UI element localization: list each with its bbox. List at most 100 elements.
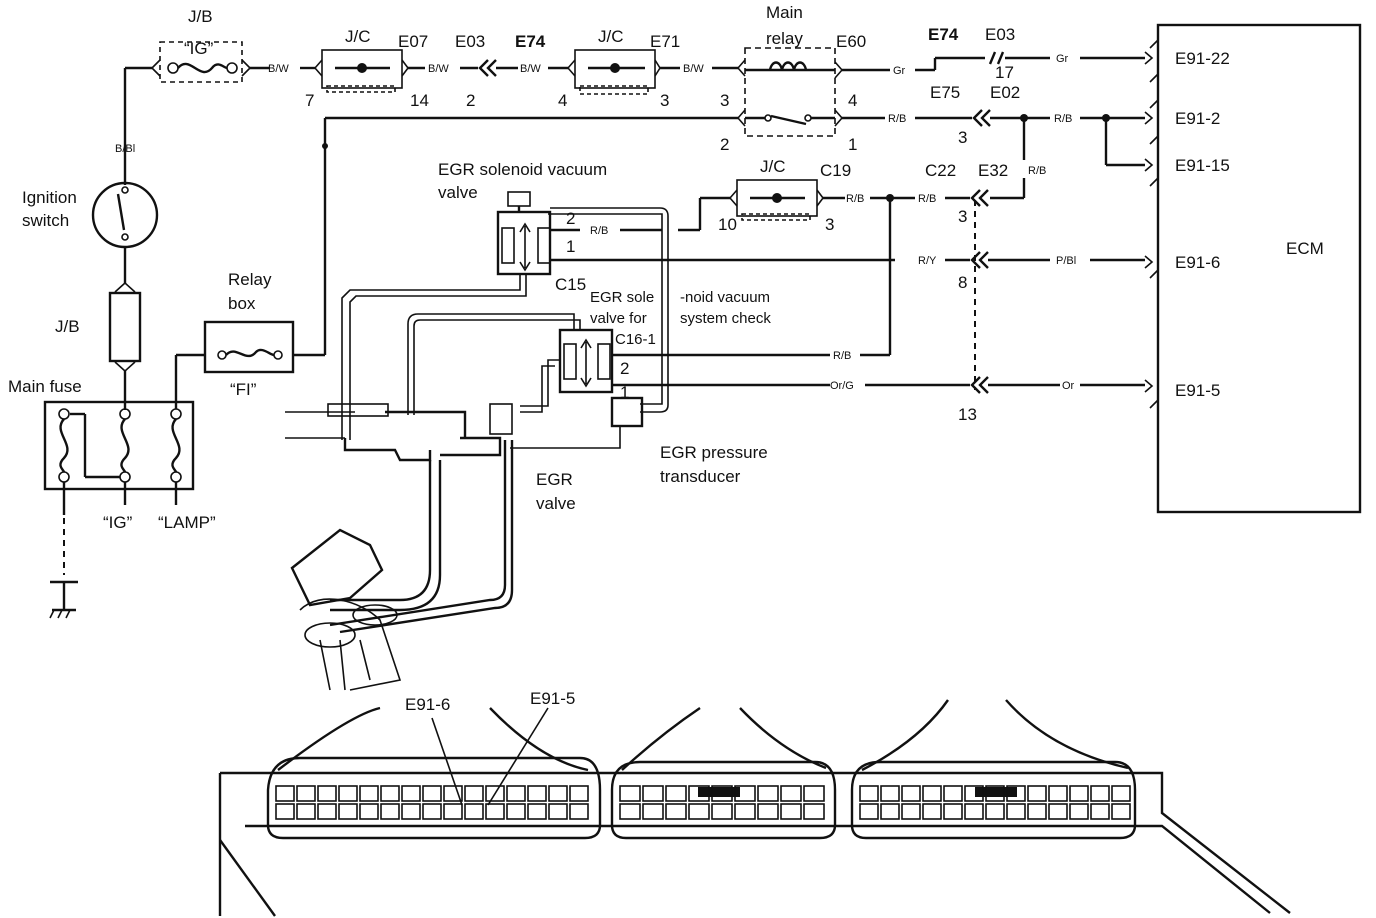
label-ig-fuse: “IG”: [184, 39, 214, 58]
connector-pin-cell: [757, 803, 779, 820]
wire-rb-1: R/B: [888, 113, 906, 125]
wire-rb-e32: R/B: [1028, 165, 1046, 177]
label-e91-6: E91-6: [1175, 253, 1220, 272]
wire-bw-1: B/W: [268, 63, 289, 75]
connector-pin-cell: [1090, 803, 1110, 820]
pin-8: 8: [958, 273, 967, 292]
label-ig-bottom: “IG”: [103, 513, 133, 532]
connector-pin-cell: [296, 803, 316, 820]
connector-pin-cell: [401, 785, 421, 802]
connector-grid: [275, 785, 1131, 820]
connector-pin-cell: [734, 803, 756, 820]
connector-pin-cell: [711, 803, 733, 820]
pin-7: 7: [305, 91, 314, 110]
connector-pin-cell: [757, 785, 779, 802]
connector-pin-cell: [1111, 785, 1131, 802]
connector-pin-cell: [359, 785, 379, 802]
connector-pin-cell: [485, 785, 505, 802]
wire-rb-5: R/B: [918, 193, 936, 205]
label-e71: E71: [650, 32, 680, 51]
connector-pin-cell: [527, 803, 547, 820]
ecm-connector-view: [218, 699, 1291, 917]
wire-bw-2: B/W: [428, 63, 449, 75]
connector-pin-cell: [780, 803, 802, 820]
label-jc2: J/C: [598, 27, 624, 46]
connector-pin-cell: [569, 803, 589, 820]
connector-pin-cell: [859, 785, 879, 802]
label-egr-check-r2: system check: [680, 310, 771, 327]
connector-pin-cell: [964, 803, 984, 820]
connector-pin-cell: [422, 785, 442, 802]
label-e91-2: E91-2: [1175, 109, 1220, 128]
label-jb-top: J/B: [188, 7, 213, 26]
connector-pin-cell: [317, 803, 337, 820]
pin-3a: 3: [660, 91, 669, 110]
label-jc1: J/C: [345, 27, 371, 46]
label-ignition-1: Ignition: [22, 188, 77, 207]
label-e75: E75: [930, 83, 960, 102]
wire-rb-4: R/B: [846, 193, 864, 205]
label-egr-check-3: C16-1: [615, 331, 656, 348]
connector-pin-cell: [619, 803, 641, 820]
connector-pin-cell: [1090, 785, 1110, 802]
connector-pin-cell: [1006, 785, 1026, 802]
ignition-circuit: [43, 68, 295, 619]
connector-pin-cell: [359, 803, 379, 820]
label-egr-valve-1: EGR: [536, 470, 573, 489]
pin-1a: 1: [848, 135, 857, 154]
connector-pin-cell: [922, 803, 942, 820]
pin-3c: 3: [958, 128, 967, 147]
connector-pin-cell: [688, 785, 710, 802]
connector-pin-cell: [401, 803, 421, 820]
label-egr-press-2: transducer: [660, 467, 741, 486]
connector-pin-cell: [880, 785, 900, 802]
connector-pin-cell: [422, 803, 442, 820]
connector-pin-cell: [527, 785, 547, 802]
wire-pbl: P/Bl: [1056, 255, 1076, 267]
connector-pin-cell: [619, 785, 641, 802]
connector-pin-cell: [642, 785, 664, 802]
label-egr-check-1: EGR sole: [590, 289, 654, 306]
label-e91-22: E91-22: [1175, 49, 1230, 68]
label-e07: E07: [398, 32, 428, 51]
pin-10: 10: [718, 215, 737, 234]
label-relay-box-1: Relay: [228, 270, 272, 289]
pin-2d: 2: [620, 359, 629, 378]
pin-1b: 1: [566, 237, 575, 256]
connector-pin-cell: [642, 803, 664, 820]
pin-3e: 3: [958, 207, 967, 226]
label-c19: C19: [820, 161, 851, 180]
label-main-fuse: Main fuse: [8, 377, 82, 396]
label-main-relay-2: relay: [766, 29, 803, 48]
label-c15: C15: [555, 275, 586, 294]
connector-pin-cell: [275, 803, 295, 820]
label-main-relay-1: Main: [766, 3, 803, 22]
connector-pin-cell: [1069, 785, 1089, 802]
label-e03-b: E03: [985, 25, 1015, 44]
label-jc3: J/C: [760, 157, 786, 176]
connector-pin-cell: [985, 785, 1005, 802]
connector-pin-cell: [548, 785, 568, 802]
wire-rb-2: R/B: [1054, 113, 1072, 125]
connector-pin-cell: [1111, 803, 1131, 820]
connector-pin-cell: [317, 785, 337, 802]
wire-bw-3: B/W: [520, 63, 541, 75]
pin-4a: 4: [558, 91, 567, 110]
connector-pin-cell: [338, 785, 358, 802]
connector-pin-cell: [464, 803, 484, 820]
label-egr-check-r1: -noid vacuum: [680, 289, 770, 306]
label-e03-a: E03: [455, 32, 485, 51]
connector-pin-cell: [803, 785, 825, 802]
connector-pin-cell: [464, 785, 484, 802]
label-e74-a: E74: [515, 32, 546, 51]
connector-pin-cell: [506, 785, 526, 802]
wire-rb-6: R/B: [833, 350, 851, 362]
connector-pin-cell: [1027, 785, 1047, 802]
pin-2c: 2: [566, 209, 575, 228]
connector-pin-cell: [380, 803, 400, 820]
label-egr-press-1: EGR pressure: [660, 443, 768, 462]
connector-pin-cell: [1006, 803, 1026, 820]
connector-pin-cell: [922, 785, 942, 802]
label-c22: C22: [925, 161, 956, 180]
